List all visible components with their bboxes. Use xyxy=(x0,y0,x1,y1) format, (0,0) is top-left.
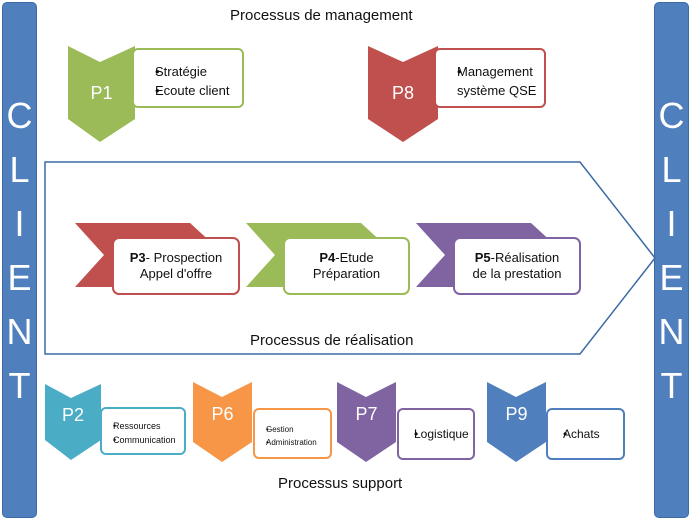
p4-code: P4 xyxy=(319,249,336,265)
p2-chevron xyxy=(45,384,101,460)
p5-line1: P5-Réalisation xyxy=(475,250,560,266)
p1-chevron xyxy=(68,46,135,142)
p6-code: P6 xyxy=(211,404,234,424)
p3-code: P3 xyxy=(129,249,146,265)
p3-text: Prospection xyxy=(153,249,223,265)
p5-code: P5 xyxy=(474,249,491,265)
p1-item: Ecoute client xyxy=(144,81,242,100)
p5-separator: - xyxy=(490,249,495,265)
p6-callout: Gestion Administration xyxy=(253,408,332,459)
client-letter: C xyxy=(6,95,33,136)
p1-callout: Stratégie Ecoute client xyxy=(132,48,244,108)
p4-text: Etude xyxy=(339,249,374,265)
p9-callout: Achats xyxy=(546,408,625,460)
p5-box: P5-Réalisation de la prestation xyxy=(453,237,581,295)
client-letter: I xyxy=(666,203,677,244)
p2-code: P2 xyxy=(61,405,85,425)
client-letter: T xyxy=(8,365,31,406)
p8-item: Management système QSE xyxy=(446,62,545,100)
p9-item: Achats xyxy=(554,426,623,442)
p1-item: Stratégie xyxy=(144,62,242,81)
p8-callout: Management système QSE xyxy=(434,48,546,108)
p2-item: Communication xyxy=(107,433,184,447)
p1-code: P1 xyxy=(90,83,113,103)
p6-item: Administration xyxy=(260,436,330,449)
p7-chevron xyxy=(337,382,396,462)
p3-line2: Appel d'offre xyxy=(139,266,213,281)
p4-box: P4-Etude Préparation xyxy=(283,237,410,295)
p3-separator: - xyxy=(145,249,154,265)
p5-text: Réalisation xyxy=(494,249,560,265)
p6-chevron xyxy=(193,382,252,462)
p7-callout: Logistique xyxy=(397,408,475,460)
p3-line1: P3- Prospection xyxy=(130,250,223,266)
p9-code: P9 xyxy=(505,404,528,424)
title-support: Processus support xyxy=(278,475,403,492)
p8-chevron xyxy=(368,46,438,142)
client-letter: T xyxy=(660,365,683,406)
p4-line1: P4-Etude xyxy=(319,250,373,266)
p7-code: P7 xyxy=(355,404,378,424)
p8-code: P8 xyxy=(391,83,415,103)
p6-item: Gestion xyxy=(260,423,330,436)
client-letter: E xyxy=(7,257,32,298)
client-letter: E xyxy=(659,257,684,298)
client-label-left: C L I E N T xyxy=(3,89,36,413)
p4-separator: - xyxy=(335,249,340,265)
p2-callout: Ressources Communication xyxy=(100,407,186,455)
title-management: Processus de management xyxy=(230,7,413,24)
p3-box: P3- Prospection Appel d'offre xyxy=(112,237,240,295)
p4-line2: Préparation xyxy=(312,266,381,281)
client-letter: L xyxy=(9,149,30,190)
p5-line2: de la prestation xyxy=(472,266,562,281)
title-realisation: Processus de réalisation xyxy=(250,332,414,349)
p7-item: Logistique xyxy=(405,426,473,442)
client-letter: N xyxy=(658,311,685,352)
p2-item: Ressources xyxy=(107,419,184,433)
client-bar-right: C L I E N T xyxy=(654,2,689,518)
client-letter: C xyxy=(658,95,685,136)
p9-chevron xyxy=(487,382,546,462)
client-letter: I xyxy=(14,203,25,244)
client-bar-left: C L I E N T xyxy=(2,2,37,518)
client-letter: L xyxy=(661,149,682,190)
client-letter: N xyxy=(6,311,33,352)
client-label-right: C L I E N T xyxy=(655,89,688,413)
